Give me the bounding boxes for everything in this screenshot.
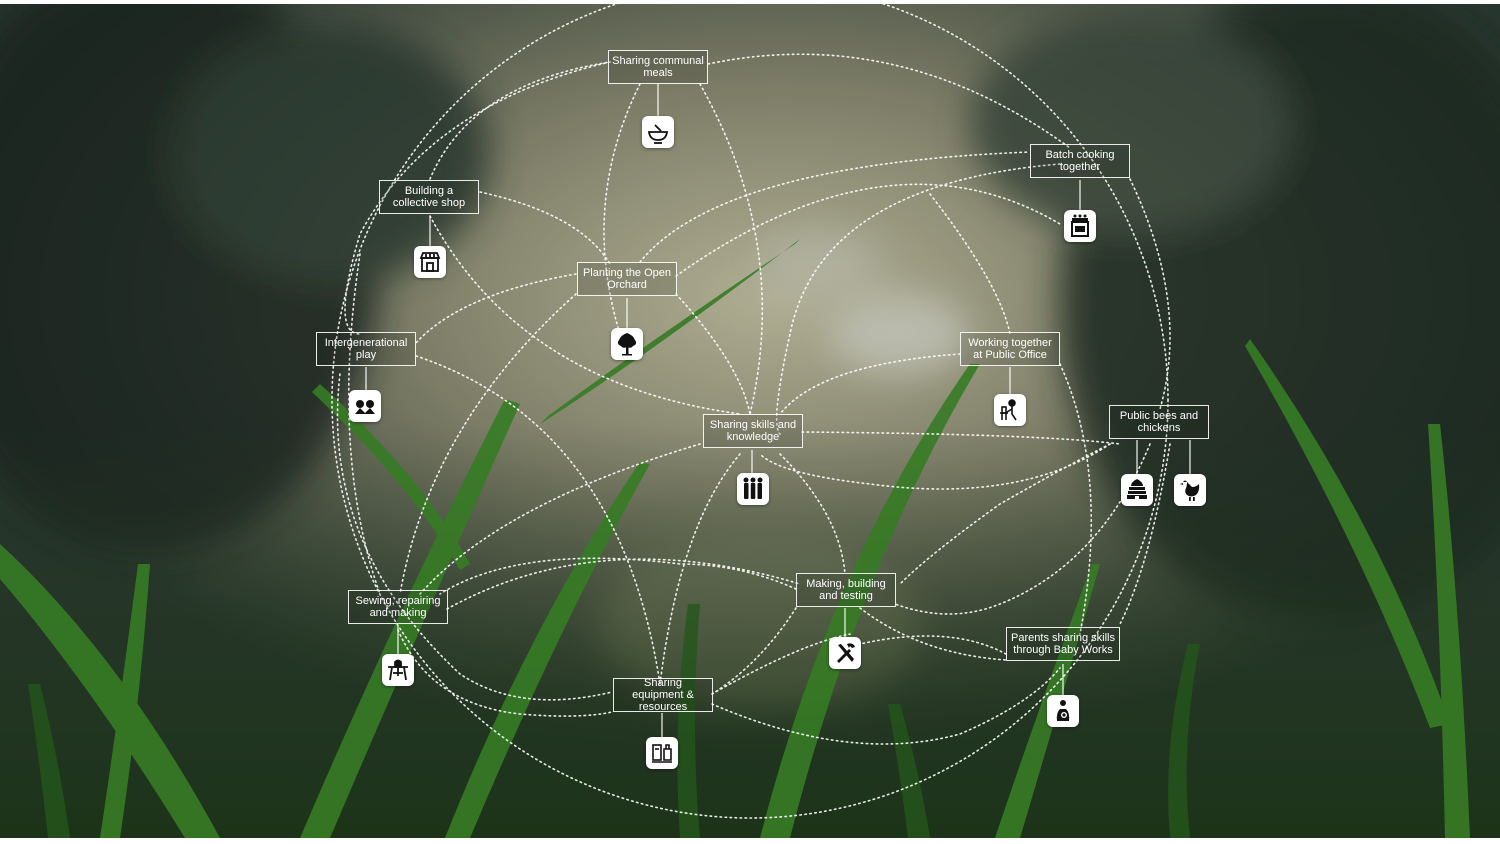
tools-icon	[829, 637, 861, 669]
bowl-icon	[642, 116, 674, 148]
node-parents-sharing-skills-through-baby-works: Parents sharing skills through Baby Work…	[1006, 627, 1120, 661]
shop-icon	[414, 246, 446, 278]
node-label: Batch cooking together	[1045, 149, 1115, 173]
desk-worker-icon	[994, 394, 1026, 426]
tree-icon	[611, 328, 643, 360]
stove-icon	[1064, 210, 1096, 242]
node-sharing-communal-meals: Sharing communal meals	[608, 50, 708, 84]
node-making-building-and-testing: Making, building and testing	[796, 573, 896, 607]
node-sharing-equipment-and-resources: Sharing equipment & resources	[613, 677, 713, 713]
play-icon	[349, 390, 381, 422]
beehive-icon	[1121, 474, 1153, 506]
node-label: Sharing equipment & resources	[632, 677, 694, 713]
diagram-stage: Sharing communal meals Batch cooking tog…	[0, 4, 1500, 838]
node-sharing-skills-and-knowledge: Sharing skills and knowledge	[703, 414, 803, 448]
node-label: Sharing communal meals	[612, 55, 704, 79]
chicken-icon	[1174, 474, 1206, 506]
node-label: Building a collective shop	[392, 185, 466, 209]
grass-photo-background	[0, 4, 1500, 838]
dotted-connection-network	[331, 4, 1191, 819]
node-working-together-at-public-office: Working together at Public Office	[960, 332, 1060, 366]
parent-baby-icon	[1047, 695, 1079, 727]
node-label: Making, building and testing	[806, 578, 886, 602]
node-intergenerational-play: Intergenerational play	[316, 332, 416, 366]
node-building-a-collective-shop: Building a collective shop	[379, 180, 479, 214]
node-label: Public bees and chickens	[1119, 410, 1199, 434]
people-icon	[737, 473, 769, 505]
node-label: Intergenerational play	[324, 337, 408, 361]
node-sewing-repairing-and-making: Sewing, repairing and making	[348, 590, 448, 624]
node-label: Working together at Public Office	[968, 337, 1052, 361]
node-label: Sewing, repairing and making	[355, 595, 441, 619]
node-planting-the-open-orchard: Planting the Open Orchard	[577, 262, 677, 296]
sewing-table-icon	[382, 654, 414, 686]
node-label: Parents sharing skills through Baby Work…	[1011, 632, 1115, 656]
node-batch-cooking-together: Batch cooking together	[1030, 144, 1130, 178]
node-label: Planting the Open Orchard	[582, 267, 672, 291]
node-label: Sharing skills and knowledge	[709, 419, 797, 443]
node-public-bees-and-chickens: Public bees and chickens	[1109, 405, 1209, 439]
equipment-icon	[646, 737, 678, 769]
